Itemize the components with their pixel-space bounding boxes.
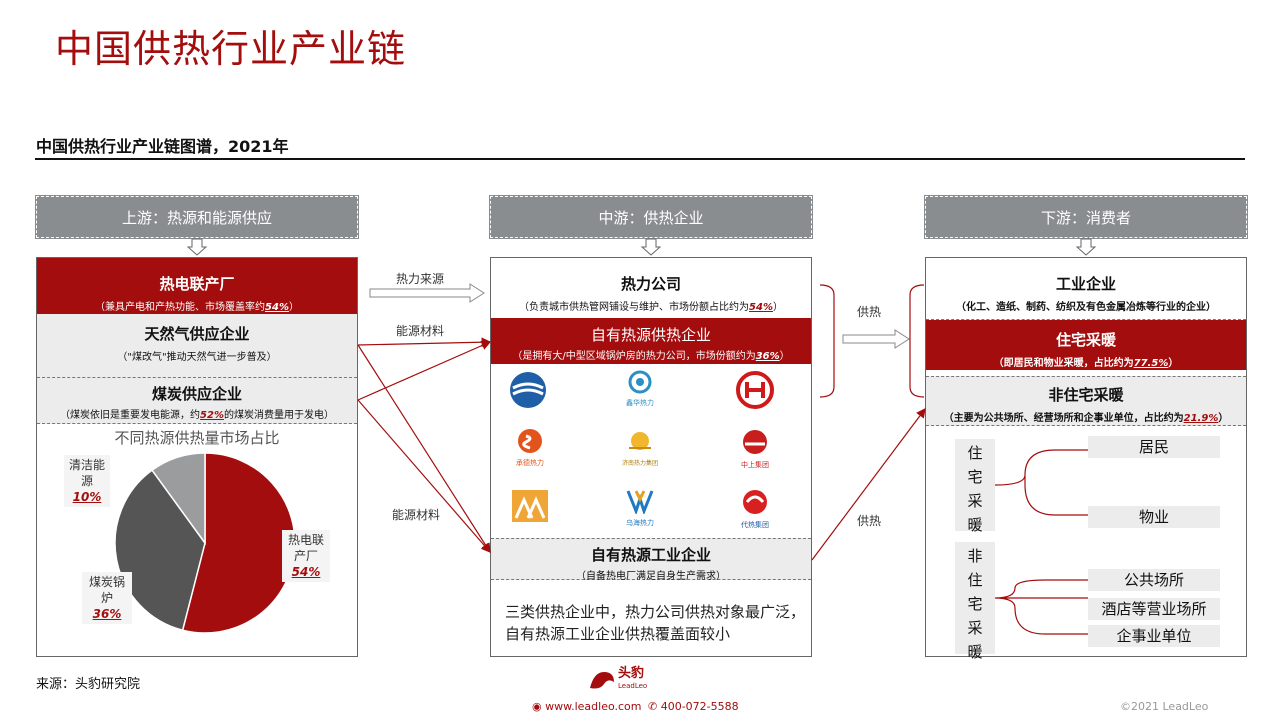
downstream-item-residential: 住宅采暖 （即居民和物业采暖，占比约为77.5%） (926, 320, 1246, 370)
slice-value: 54% (291, 565, 321, 579)
pie-slice-1 (114, 469, 206, 632)
pie-title: 不同热源供热量市场占比 (114, 429, 280, 447)
down-arrow-icon (1076, 238, 1096, 256)
item-note: （化工、造纸、制药、纺织及有色金属冶炼等行业的企业） (956, 302, 1216, 313)
slice-label: 热电联产厂 (287, 533, 324, 563)
nonres-item-hotel: 酒店等营业场所 (1088, 598, 1220, 620)
pie-label-coal: 煤炭锅炉 36% (82, 572, 132, 624)
globe-icon: ◉ (532, 700, 542, 713)
midstream-header: 中游：供热企业 (489, 195, 813, 239)
supply-label-2: 供热 (857, 514, 882, 528)
midstream-panel: 热力公司 （负责城市供热管网铺设与维护、市场份额占比约为54%） 自有热源供热企… (490, 257, 812, 657)
down-arrow-icon (187, 238, 207, 256)
item-title: 天然气供应企业 (144, 325, 250, 343)
chengde-logo: 承德热力 (508, 428, 552, 472)
downstream-item-nonresidential: 非住宅采暖 （主要为公共场所、经营场所和企事业单位，占比约为21.9%） (926, 376, 1246, 426)
item-title: 自有热源供热企业 (590, 326, 711, 344)
supply-arrow (842, 329, 910, 349)
leadleo-logo: 头豹 LeadLeo (588, 667, 647, 692)
item-title: 工业企业 (1055, 275, 1116, 293)
res-item-property: 物业 (1088, 506, 1220, 528)
item-note: （即居民和物业采暖，占比约为77.5%） (993, 358, 1179, 369)
item-note: （兼具产电和产热功能、市场覆盖率约54%） (95, 302, 299, 313)
item-note: （是拥有大/中型区域锅炉房的热力公司，市场份额约为36%） (512, 351, 790, 362)
midstream-bracket (819, 284, 835, 398)
energy-material-label-2: 能源材料 (392, 508, 441, 522)
copyright: ©2021 LeadLeo (1120, 700, 1209, 713)
supply-label-1: 供热 (857, 305, 882, 319)
downstream-bracket (909, 284, 925, 398)
pie-label-clean: 清洁能源 10% (64, 455, 110, 507)
pie-slice-2 (151, 452, 206, 546)
triangle-logo (510, 488, 550, 524)
item-title: 非住宅采暖 (1048, 386, 1124, 404)
upstream-panel: 热电联产厂 （兼具产电和产热功能、市场覆盖率约54%） 天然气供应企业 （"煤改… (36, 257, 358, 657)
nonres-item-public: 公共场所 (1088, 569, 1220, 591)
phone-icon: ✆ (648, 700, 658, 713)
item-title: 自有热源工业企业 (590, 546, 711, 564)
hh-logo (735, 370, 775, 410)
heat-source-pie-chart (114, 452, 296, 634)
downstream-item-industry: 工业企业 （化工、造纸、制药、纺织及有色金属冶炼等行业的企业） (926, 258, 1246, 320)
item-title: 热电联产厂 (159, 275, 235, 293)
slice-label: 煤炭锅炉 (88, 575, 125, 605)
res-item-resident: 居民 (1088, 436, 1220, 458)
footer-phone: ✆ 400-072-5588 (648, 700, 739, 713)
slice-value: 36% (92, 607, 122, 621)
jinan-logo: 济南热力集团 (618, 428, 662, 472)
page-title: 中国供热行业产业链 (55, 27, 407, 71)
item-note: （煤炭依旧是重要发电能源，约52%的煤炭消费量用于发电） (60, 410, 334, 421)
energy-material-label-1: 能源材料 (396, 324, 445, 338)
energy-line (357, 399, 491, 553)
item-note: （"煤改气"推动天然气进一步普及） (117, 352, 277, 363)
energy-line (357, 337, 492, 347)
item-title: 煤炭供应企业 (151, 385, 242, 403)
upstream-header: 上游：热源和能源供应 (35, 195, 359, 239)
midstream-item-own-source: 自有热源供热企业 （是拥有大/中型区域锅炉房的热力公司，市场份额约为36%） (491, 318, 811, 364)
title-rule (35, 158, 1245, 160)
item-title: 热力公司 (620, 275, 681, 293)
huahua-logo: 鑫华热力 (618, 370, 662, 414)
upstream-item-gas: 天然气供应企业 （"煤改气"推动天然气进一步普及） (37, 314, 357, 378)
footer-web[interactable]: ◉ www.leadleo.com (532, 700, 642, 713)
company-logo-1 (508, 370, 548, 410)
wuhai-logo: 乌海热力 (618, 488, 662, 528)
pie-label-chp: 热电联产厂 54% (282, 530, 330, 582)
diagram-subtitle: 中国供热行业产业链图谱，2021年 (36, 137, 289, 156)
slice-value: 10% (72, 490, 102, 504)
item-title: 住宅采暖 (1055, 331, 1116, 349)
industrial-supply-line (811, 408, 926, 561)
upstream-item-chp: 热电联产厂 （兼具产电和产热功能、市场覆盖率约54%） (37, 258, 357, 314)
nonres-item-institution: 企事业单位 (1088, 625, 1220, 647)
zhongshang-logo: 中上集团 (733, 428, 777, 472)
midstream-summary: 三类供热企业中，热力公司供热对象最广泛，自有热源工业企业供热覆盖面较小 (505, 603, 806, 643)
circle-logo: 代热集团 (733, 488, 777, 529)
midstream-item-heat-company: 热力公司 （负责城市供热管网铺设与维护、市场份额占比约为54%） (491, 258, 811, 318)
nonresidential-vertical-label: 非住宅采暖 (955, 542, 995, 661)
midstream-item-industrial: 自有热源工业企业 （自备热电厂满足自身生产需求） (491, 538, 811, 582)
source-note: 来源：头豹研究院 (36, 677, 141, 692)
down-arrow-icon (641, 238, 661, 256)
energy-line (357, 340, 492, 401)
heat-source-label: 热力来源 (396, 272, 445, 286)
item-note: （自备热电厂满足自身生产需求） (576, 571, 726, 582)
item-note: （主要为公共场所、经营场所和企事业单位，占比约为21.9%） (943, 413, 1229, 424)
item-note: （负责城市供热管网铺设与维护、市场份额占比约为54%） (519, 302, 783, 313)
slice-label: 清洁能源 (68, 458, 105, 488)
downstream-header: 下游：消费者 (924, 195, 1248, 239)
upstream-item-coal: 煤炭供应企业 （煤炭依旧是重要发电能源，约52%的煤炭消费量用于发电） (37, 378, 357, 424)
residential-vertical-label: 住宅采暖 (955, 439, 995, 534)
